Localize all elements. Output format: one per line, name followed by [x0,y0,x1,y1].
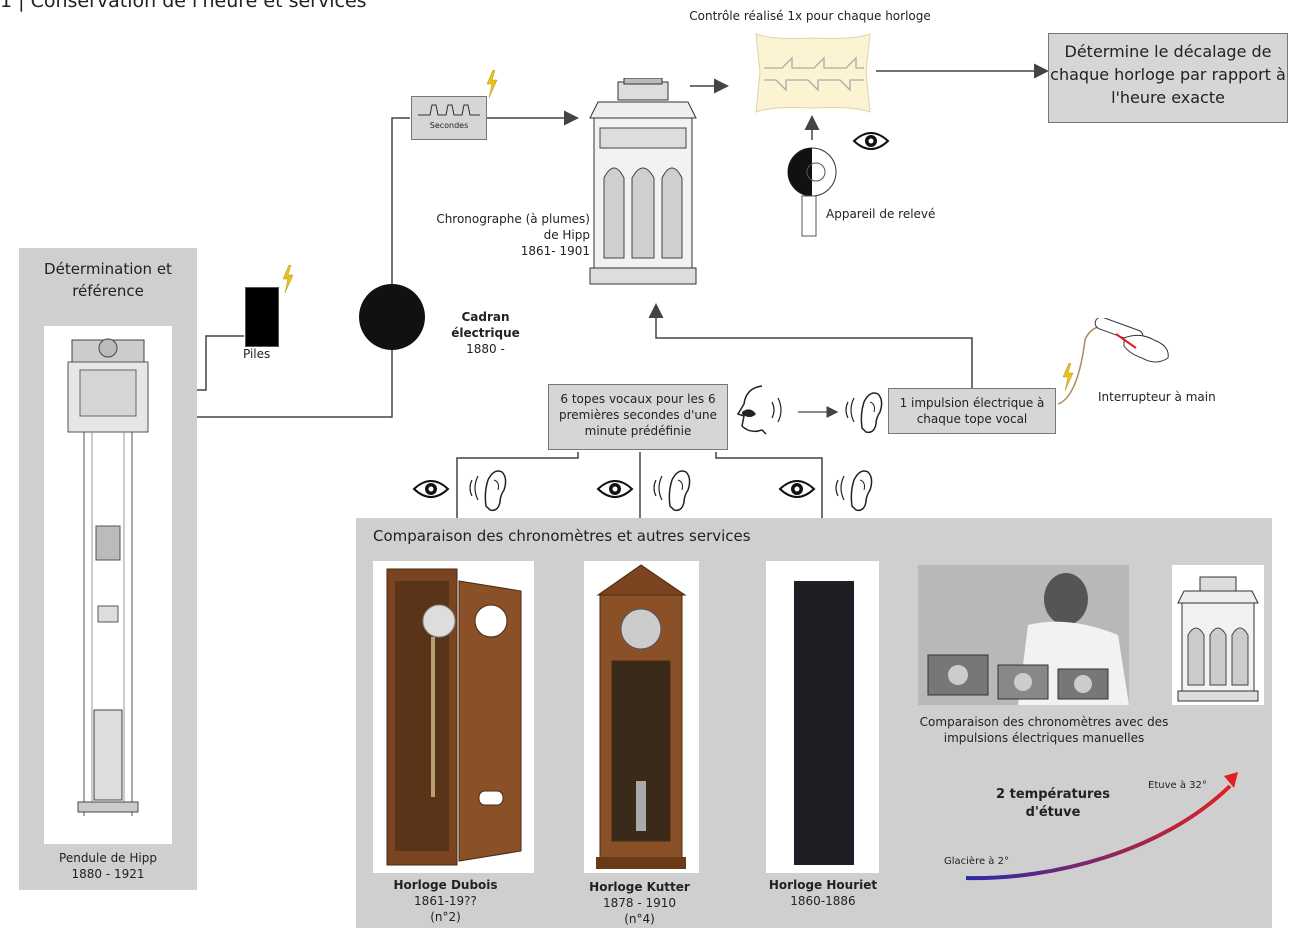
reading-device-illustration [784,140,844,244]
chronograph-caption: Chronographe (à plumes) de Hipp 1861- 19… [430,211,590,259]
reference-panel-title: Détermination et référence [44,260,172,300]
comparison-photo [918,565,1129,705]
kutter-clock-photo [584,561,699,873]
dubois-clock-photo [373,561,534,873]
seconds-signal-box: Secondes [411,96,487,140]
dubois-years: 1861-19?? [414,894,477,908]
kutter-years: 1878 - 1910 [602,896,677,910]
kutter-number: (n°4) [624,912,655,926]
dial-years: 1880 - [466,342,505,356]
kutter-name: Horloge Kutter [589,880,690,894]
temperature-low-label: Glacière à 2° [944,856,1009,867]
comparison-panel-title: Comparaison des chronomètres et autres s… [373,527,751,545]
kutter-caption: Horloge Kutter 1878 - 1910 (n°4) [577,879,702,927]
ear-icon [840,384,886,440]
houriet-clock-photo [766,561,879,873]
eye-icon [412,476,450,506]
battery-block [245,287,279,347]
impulse-box: 1 impulsion électrique à chaque tope voc… [888,388,1056,434]
small-chronograph-image [1172,565,1264,705]
lightning-icon [1062,362,1074,395]
dubois-number: (n°2) [430,910,461,924]
temperature-arrow [962,762,1242,890]
dial-caption: Cadran électrique 1880 - [428,309,543,357]
eye-icon [778,476,816,506]
speaking-face-icon [736,384,786,440]
ear-icon [648,462,694,518]
eye-icon [596,476,634,506]
temperatures-title: 2 températures d'étuve [996,787,1110,820]
reading-device-label: Appareil de relevé [826,207,936,221]
chronograph-name: Chronographe (à plumes) [436,212,590,226]
houriet-name: Horloge Houriet [768,878,878,892]
hand-switch-label: Interrupteur à main [1098,390,1216,404]
chronograph-years: 1861- 1901 [520,244,590,258]
pendulum-years: 1880 - 1921 [71,867,145,881]
temperature-high-label: Etuve à 32° [1148,780,1207,791]
lightning-icon [282,264,294,297]
electric-dial [359,284,425,350]
seconds-label: Secondes [429,121,469,130]
hand-switch-illustration [1090,316,1180,372]
houriet-clock-silhouette [794,581,854,865]
lightning-icon [486,69,498,102]
dial-name: Cadran électrique [451,310,520,340]
houriet-caption: Horloge Houriet 1860-1886 [755,877,891,909]
chronograph-paper-strip [752,32,874,114]
comparison-photo-caption: Comparaison des chronomètres avec des im… [919,715,1169,745]
pendulum-caption: Pendule de Hipp 1880 - 1921 [19,850,197,882]
vocal-signals-box: 6 topes vocaux pour les 6 premières seco… [548,384,728,450]
page-title: 1 | Conservation de l'heure et services [0,0,367,12]
pendulum-name: Pendule de Hipp [59,851,157,865]
hipp-chronograph-illustration [588,77,698,288]
ear-icon [830,462,876,518]
houriet-years: 1860-1886 [790,894,856,908]
chronograph-maker: de Hipp [543,228,590,242]
batteries-label: Piles [243,347,271,361]
control-label: Contrôle réalisé 1x pour chaque horloge [689,9,931,23]
result-box: Détermine le décalage de chaque horloge … [1048,33,1288,123]
eye-icon [852,128,890,158]
dubois-name: Horloge Dubois [393,878,498,892]
hipp-pendulum-illustration [44,326,172,844]
dubois-caption: Horloge Dubois 1861-19?? (n°2) [373,877,518,925]
ear-icon [464,462,510,518]
